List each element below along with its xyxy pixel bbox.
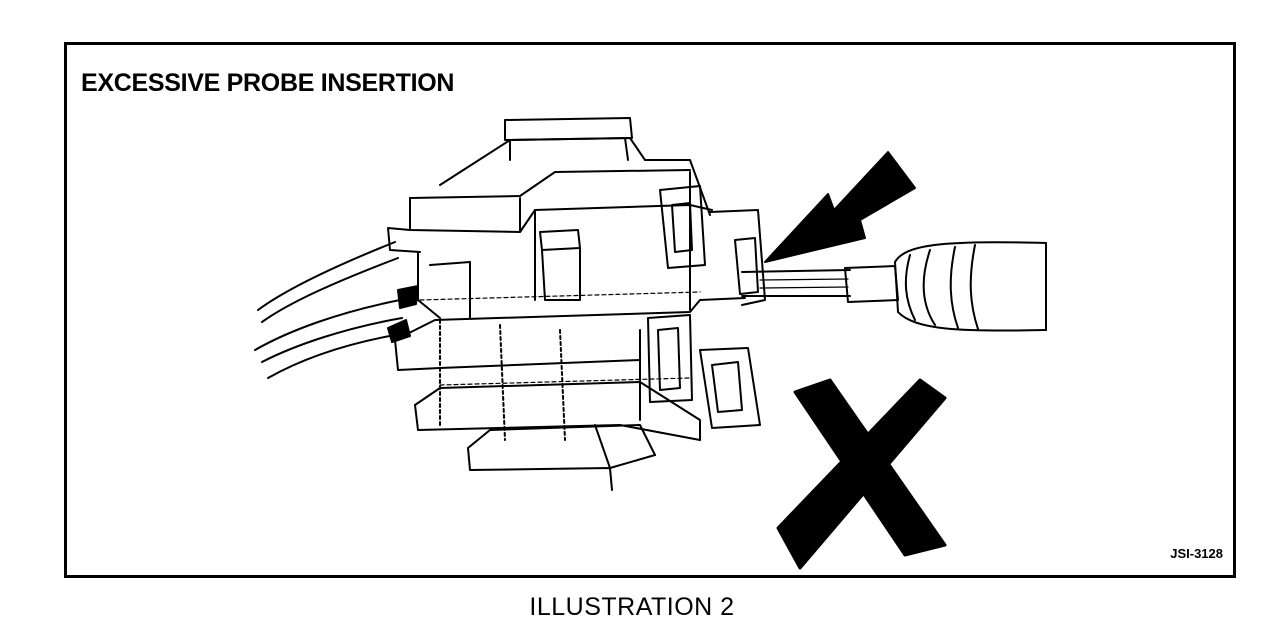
figure-caption: ILLUSTRATION 2	[529, 593, 735, 621]
pointer-arrow-icon	[764, 151, 916, 263]
electrical-connector-icon	[387, 117, 766, 491]
figure-frame: EXCESSIVE PROBE INSERTION JSI-3128	[64, 42, 1236, 578]
figure-code: JSI-3128	[1170, 546, 1223, 561]
wire-harness	[254, 241, 419, 379]
x-mark-icon	[776, 378, 947, 570]
figure-title: EXCESSIVE PROBE INSERTION	[81, 69, 455, 97]
test-probe-icon	[741, 241, 1047, 332]
